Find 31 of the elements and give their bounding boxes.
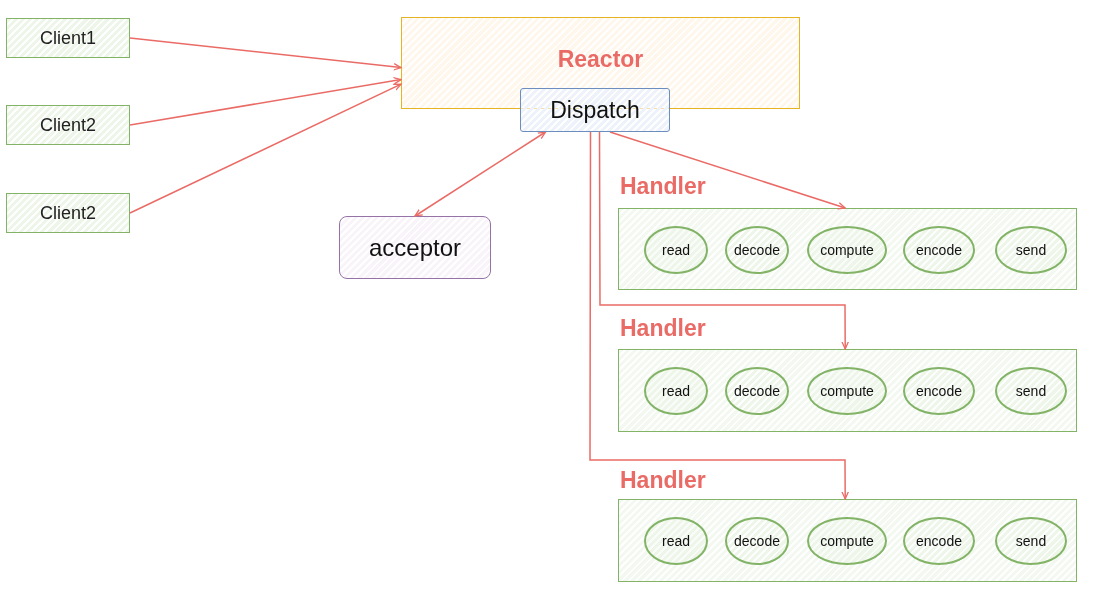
step-ellipse: read	[644, 226, 708, 274]
arrow	[609, 131, 846, 210]
step-ellipse: read	[644, 367, 708, 415]
reactor-title: Reactor	[557, 48, 644, 74]
client-box: Client2	[6, 193, 130, 233]
arrow	[129, 83, 402, 214]
step-ellipse: encode	[903, 367, 975, 415]
step-ellipse: send	[995, 367, 1067, 415]
arrow	[589, 131, 849, 500]
step-ellipse: decode	[725, 226, 789, 274]
arrow	[414, 131, 547, 217]
arrow	[598, 131, 849, 350]
step-ellipse: compute	[807, 226, 887, 274]
step-ellipse: decode	[725, 517, 789, 565]
step-ellipse: compute	[807, 367, 887, 415]
handler-heading: Handler	[620, 175, 706, 198]
acceptor-box: acceptor	[339, 216, 491, 279]
step-ellipse: read	[644, 517, 708, 565]
arrow	[129, 37, 402, 71]
dispatch-box: Dispatch	[520, 88, 670, 132]
step-ellipse: send	[995, 517, 1067, 565]
step-ellipse: decode	[725, 367, 789, 415]
handler-heading: Handler	[620, 317, 706, 340]
handler-heading: Handler	[620, 469, 706, 492]
client-box: Client1	[6, 18, 130, 58]
step-ellipse: send	[995, 226, 1067, 274]
step-ellipse: encode	[903, 517, 975, 565]
arrow	[129, 76, 402, 126]
step-ellipse: encode	[903, 226, 975, 274]
client-box: Client2	[6, 105, 130, 145]
step-ellipse: compute	[807, 517, 887, 565]
